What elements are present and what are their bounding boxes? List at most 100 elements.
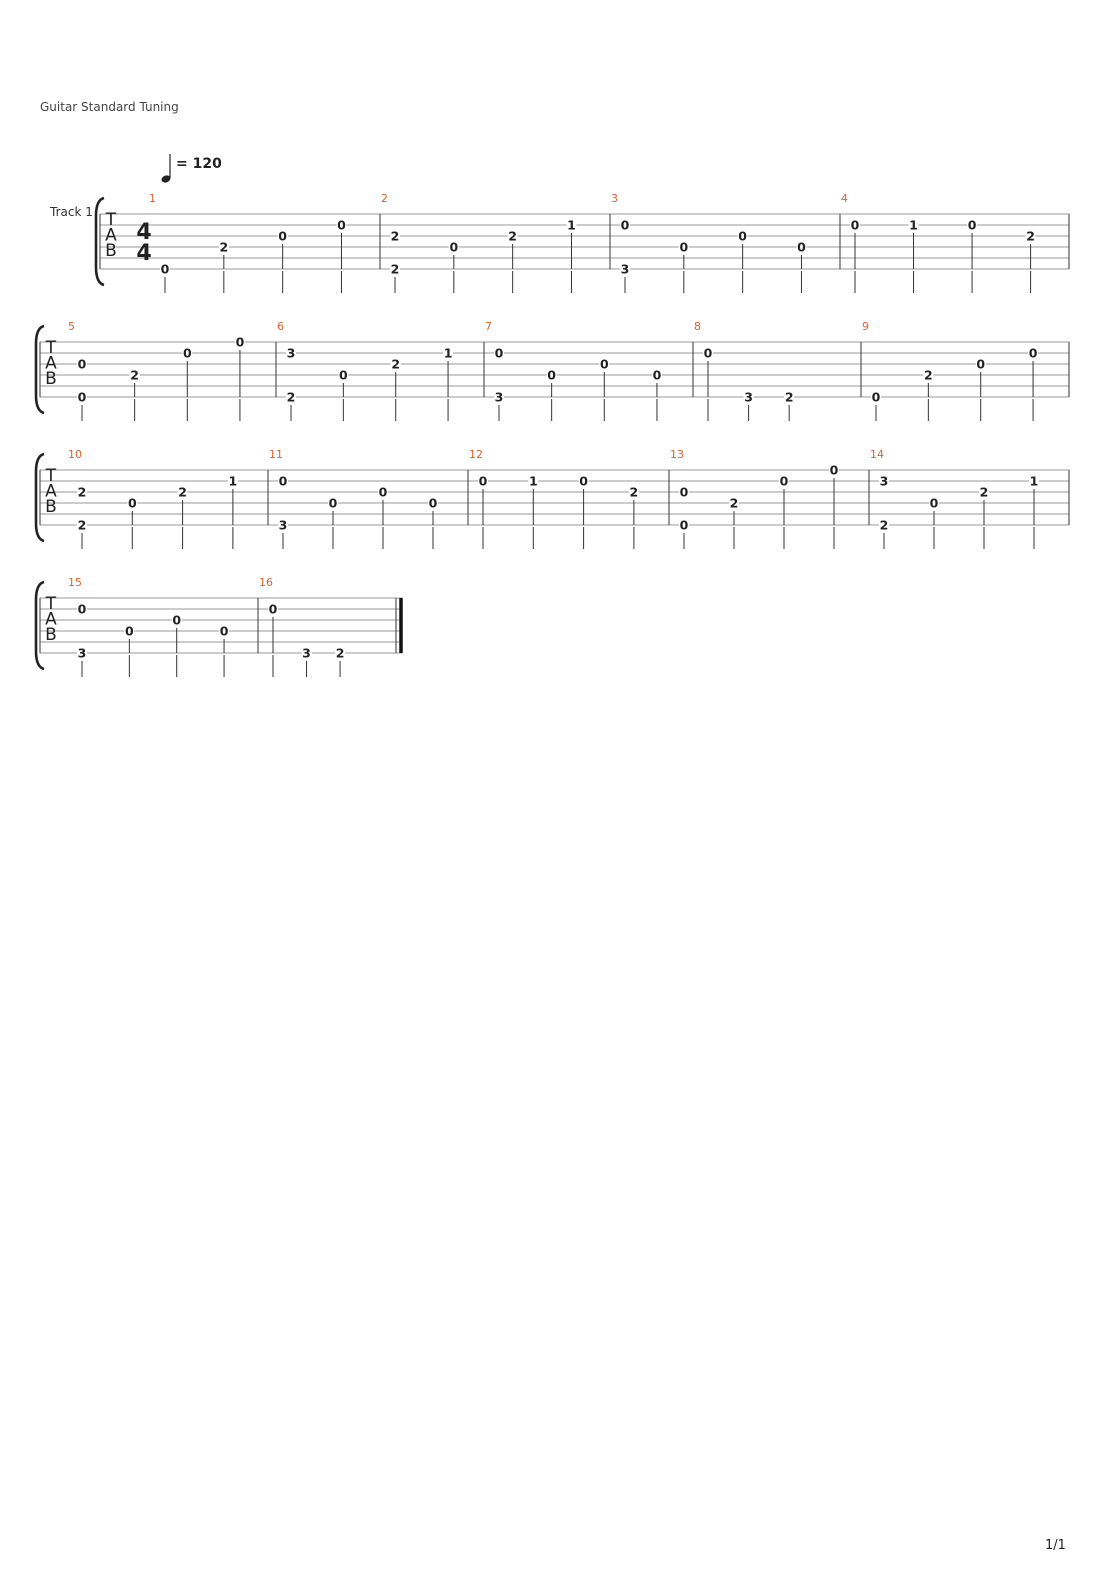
fret-mask: [268, 602, 278, 615]
fret-number: 0: [851, 218, 860, 233]
fret-mask: [784, 390, 795, 403]
fret-number: 2: [785, 390, 794, 405]
fret-mask: [77, 390, 87, 403]
fret-number: 0: [495, 346, 504, 361]
tempo-equals: =: [176, 156, 188, 172]
tab-clef-letter: B: [45, 497, 57, 517]
measure-number: 2: [381, 192, 388, 205]
page-number: 1/1: [1045, 1538, 1066, 1553]
fret-mask: [546, 368, 557, 381]
fret-number: 2: [130, 368, 139, 383]
fret-mask: [679, 518, 689, 531]
fret-number: 0: [269, 602, 278, 617]
fret-mask: [301, 646, 312, 659]
measure-number: 16: [259, 576, 273, 589]
fret-mask: [1029, 474, 1039, 487]
measure-number: 11: [269, 448, 283, 461]
measure-number: 5: [68, 320, 75, 333]
fret-number: 0: [872, 390, 881, 405]
fret-mask: [378, 485, 388, 498]
fret-mask: [628, 485, 639, 498]
fret-number: 0: [1029, 346, 1038, 361]
fret-mask: [796, 240, 807, 253]
measure-number: 7: [485, 320, 492, 333]
fret-number: 1: [909, 218, 918, 233]
fret-number: 0: [125, 624, 134, 639]
fret-number: 0: [830, 463, 839, 478]
tab-clef-letter: A: [45, 354, 57, 374]
fret-number: 0: [337, 218, 346, 233]
fret-number: 0: [128, 496, 137, 511]
fret-number: 0: [780, 474, 789, 489]
fret-mask: [678, 240, 689, 253]
fret-mask: [743, 390, 754, 403]
fret-mask: [124, 624, 135, 637]
fret-number: 2: [980, 485, 989, 500]
fret-mask: [494, 390, 504, 403]
fret-number: 0: [797, 240, 806, 255]
fret-number: 2: [508, 229, 517, 244]
fret-mask: [390, 229, 400, 242]
measure-number: 1: [149, 192, 156, 205]
fret-number: 2: [219, 240, 228, 255]
fret-mask: [443, 346, 454, 359]
fret-mask: [218, 240, 229, 253]
fret-number: 0: [679, 240, 688, 255]
fret-number: 2: [391, 262, 400, 277]
fret-mask: [1025, 229, 1036, 242]
fret-number: 3: [880, 474, 889, 489]
fret-number: 2: [391, 357, 400, 372]
track-name: Track 1: [50, 205, 93, 219]
tab-clef-letter: B: [45, 369, 57, 389]
fret-mask: [428, 496, 438, 509]
fret-mask: [336, 218, 347, 231]
tempo-bpm: 120: [192, 156, 222, 172]
fret-mask: [651, 368, 662, 381]
fret-mask: [507, 229, 518, 242]
fret-mask: [967, 218, 978, 231]
fret-mask: [338, 368, 349, 381]
fret-number: 2: [1026, 229, 1035, 244]
measure-number: 10: [68, 448, 82, 461]
fret-number: 3: [279, 518, 288, 533]
fret-mask: [278, 518, 288, 531]
tab-clef-letter: A: [45, 610, 57, 630]
fret-mask: [566, 218, 577, 231]
fret-mask: [908, 218, 919, 231]
fret-number: 0: [78, 602, 87, 617]
tab-clef-letter: A: [45, 482, 57, 502]
fret-mask: [219, 624, 230, 637]
fret-number: 0: [976, 357, 985, 372]
fret-number: 0: [547, 368, 556, 383]
fret-mask: [278, 474, 288, 487]
fret-mask: [448, 240, 459, 253]
measure-number: 3: [611, 192, 618, 205]
fret-number: 0: [704, 346, 713, 361]
measure-number: 9: [862, 320, 869, 333]
fret-number: 1: [444, 346, 453, 361]
fret-mask: [390, 357, 401, 370]
fret-number: 0: [172, 613, 181, 628]
tab-clef-letter: A: [105, 226, 117, 246]
fret-mask: [679, 485, 689, 498]
tempo-note-head: [161, 175, 171, 183]
fret-mask: [494, 346, 504, 359]
fret-number: 3: [287, 346, 296, 361]
fret-number: 0: [329, 496, 338, 511]
fret-mask: [729, 496, 739, 509]
tuning-label: Guitar Standard Tuning: [40, 100, 179, 114]
fret-number: 0: [278, 229, 287, 244]
fret-mask: [703, 346, 713, 359]
fret-mask: [328, 496, 338, 509]
fret-mask: [227, 474, 238, 487]
fret-mask: [979, 485, 989, 498]
fret-number: 0: [579, 474, 588, 489]
fret-mask: [929, 496, 939, 509]
fret-number: 0: [220, 624, 229, 639]
fret-number: 3: [495, 390, 504, 405]
tempo-marking: = 120: [176, 156, 222, 172]
fret-mask: [177, 485, 188, 498]
fret-mask: [390, 262, 400, 275]
fret-mask: [77, 518, 87, 531]
